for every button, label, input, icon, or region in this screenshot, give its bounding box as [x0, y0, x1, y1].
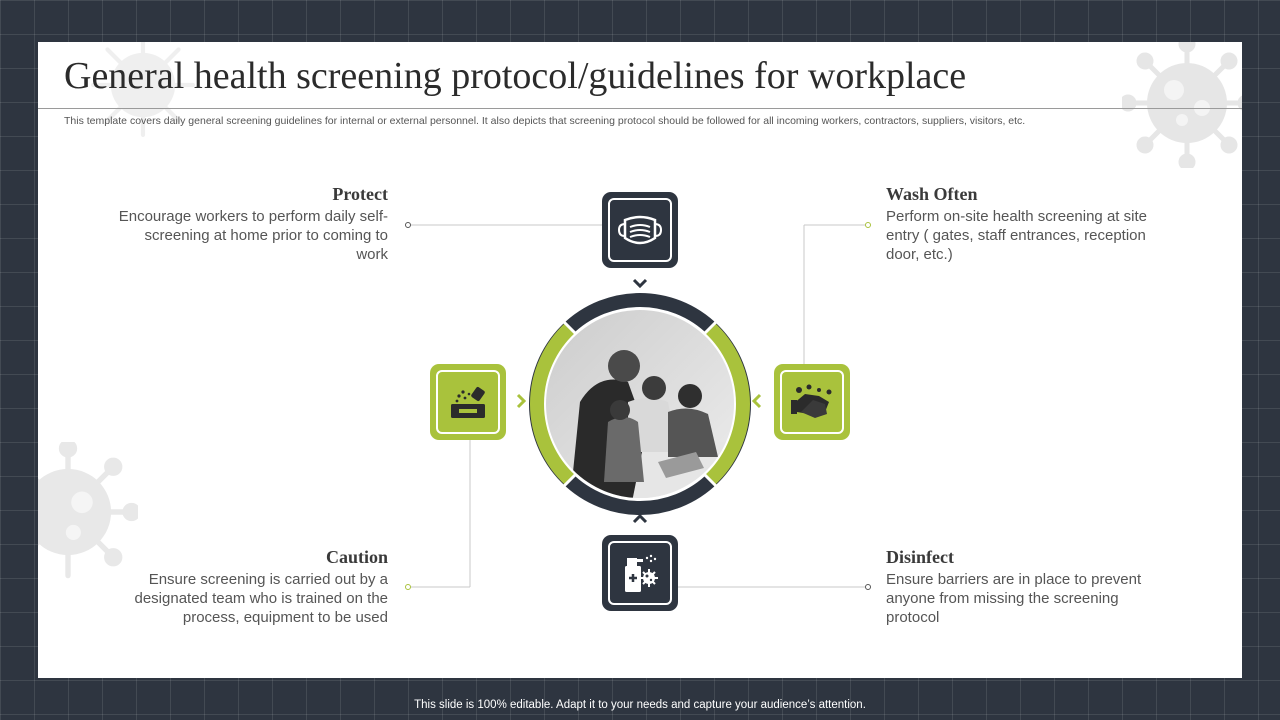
- title-divider: [38, 108, 1242, 109]
- caution-block: Caution Ensure screening is carried out …: [118, 547, 389, 627]
- footer-note: This slide is 100% editable. Adapt it to…: [414, 699, 866, 711]
- wash-often-icon-box: [774, 364, 850, 440]
- page-title: General health screening protocol/guidel…: [64, 55, 967, 97]
- virus-decoration-icon: [90, 42, 196, 138]
- caution-text: Ensure screening is carried out by a des…: [134, 571, 389, 626]
- protect-block: Protect Encourage workers to perform dai…: [118, 184, 388, 264]
- spray-box-icon: [451, 387, 485, 418]
- disinfect-heading: Disinfect: [886, 547, 954, 567]
- disinfect-icon-box: [602, 535, 678, 611]
- protect-icon-box: [602, 192, 678, 268]
- center-photo-ring: [529, 293, 751, 515]
- protect-text: Encourage workers to perform daily self-…: [118, 208, 388, 263]
- wash-often-text: Perform on-site health screening at site…: [886, 208, 1147, 263]
- wash-often-block: Wash Often Perform on-site health screen…: [886, 184, 1156, 264]
- face-mask-icon: [617, 215, 663, 245]
- slide: General health screening protocol/guidel…: [38, 42, 1242, 678]
- chevron-left-icon: [752, 393, 762, 409]
- page-subtitle: This template covers daily general scree…: [64, 115, 1026, 127]
- virus-decoration-icon: [1122, 42, 1242, 168]
- disinfect-text: Ensure barriers are in place to prevent …: [886, 571, 1142, 626]
- team-meeting-photo: [546, 310, 734, 498]
- chevron-down-icon: [632, 278, 648, 288]
- wash-often-heading: Wash Often: [886, 184, 978, 204]
- connector-lines: [405, 222, 871, 590]
- protect-heading: Protect: [332, 184, 388, 204]
- virus-decoration-icon: [38, 442, 138, 579]
- caution-heading: Caution: [325, 547, 388, 567]
- chevron-right-icon: [516, 393, 526, 409]
- disinfect-block: Disinfect Ensure barriers are in place t…: [886, 547, 1156, 627]
- chevron-up-icon: [632, 514, 648, 524]
- disinfectant-spray-icon: [625, 554, 658, 592]
- caution-icon-box: [430, 364, 506, 440]
- hand-wash-icon: [791, 384, 832, 418]
